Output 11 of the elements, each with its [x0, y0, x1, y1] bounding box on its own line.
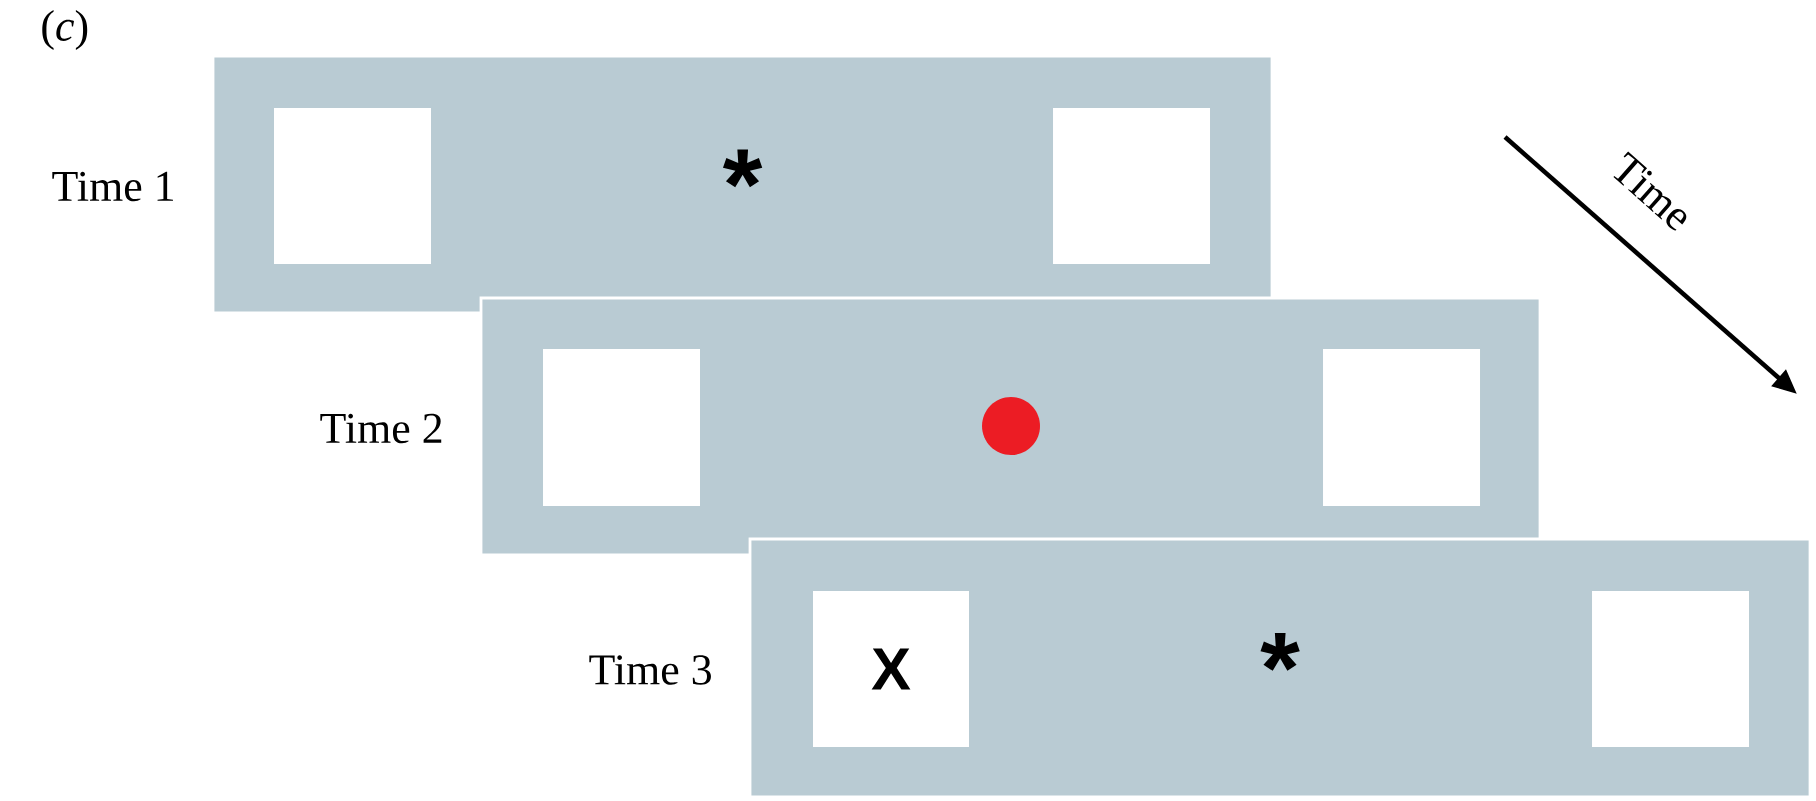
panel-letter: (c): [42, 10, 88, 50]
time-label: Time 3: [589, 655, 711, 685]
cue-dot: [982, 397, 1040, 455]
placeholder-square: [1323, 349, 1480, 506]
placeholder-square: [274, 108, 431, 264]
placeholder-square: [543, 349, 700, 506]
placeholder-square: [1053, 108, 1210, 264]
placeholder-square: [1592, 591, 1749, 747]
placeholder-square: X: [813, 591, 969, 747]
time-label: Time 2: [320, 413, 442, 444]
time-label: Time 1: [52, 171, 173, 202]
